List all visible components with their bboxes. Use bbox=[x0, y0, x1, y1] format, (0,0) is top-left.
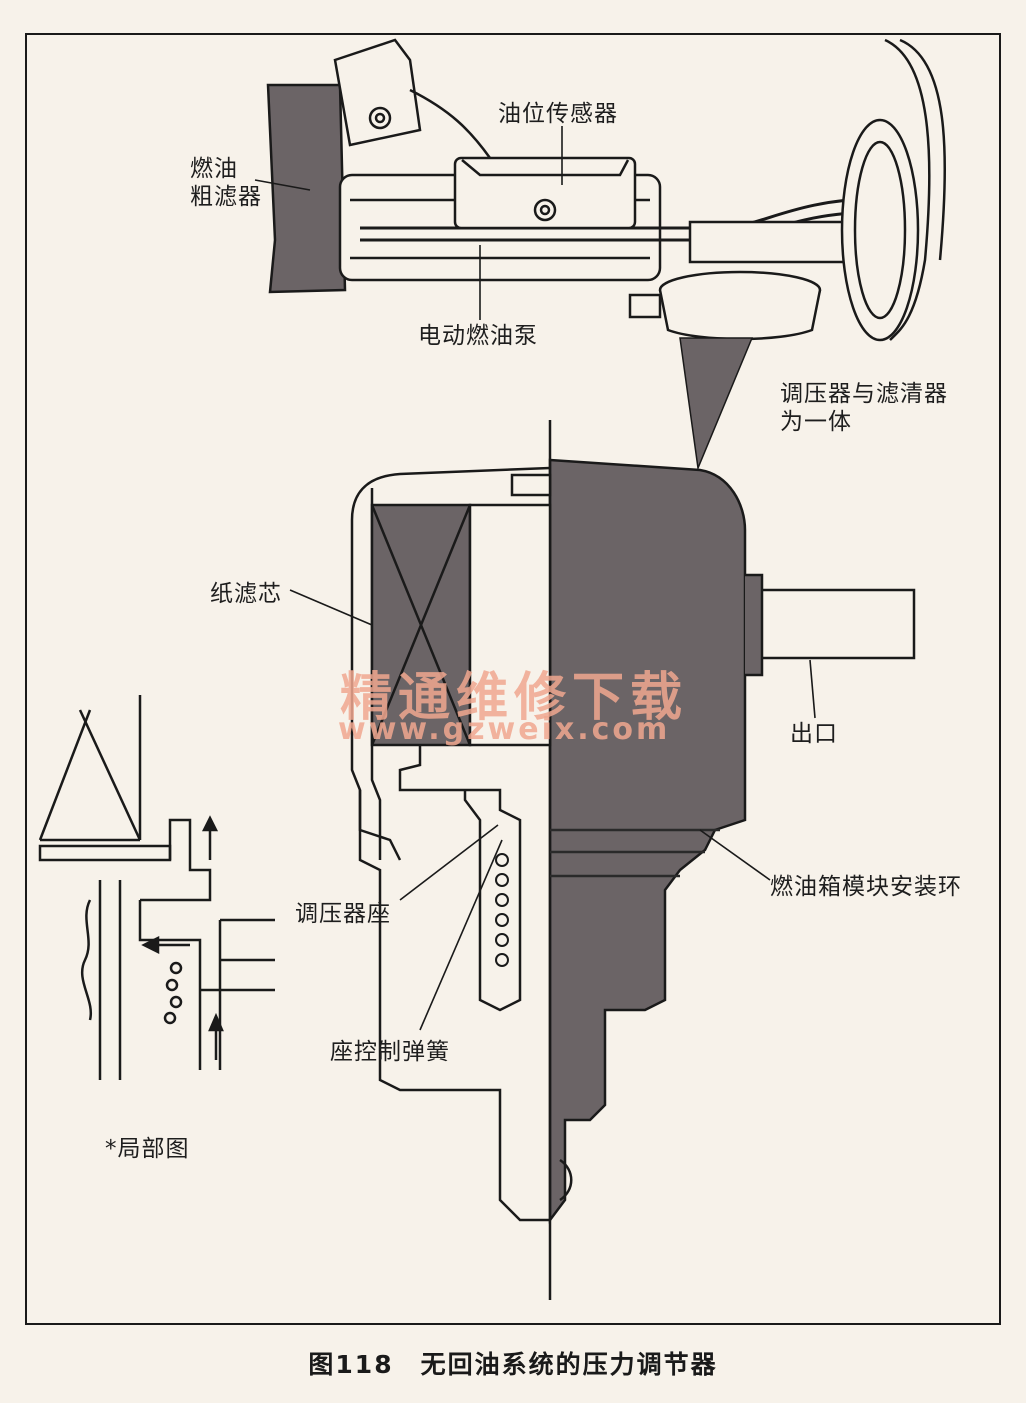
coarse-filter-sock bbox=[266, 83, 347, 294]
regulator-housing-solid bbox=[548, 458, 747, 1224]
outlet-pipe bbox=[756, 588, 916, 660]
leader-regulator-seat bbox=[399, 824, 499, 901]
fuel-pump-assembly bbox=[266, 38, 947, 342]
label-electric-fuel-pump: 电动燃油泵 bbox=[418, 323, 538, 349]
label-outlet: 出口 bbox=[790, 721, 838, 747]
figure-frame bbox=[25, 33, 1001, 1325]
housing-cutaway-outline bbox=[350, 466, 551, 1222]
label-fuel-level-sensor: 油位传感器 bbox=[498, 101, 618, 127]
label-seat-control-spring: 座控制弹簧 bbox=[330, 1039, 450, 1065]
section-callout-cone bbox=[679, 337, 754, 471]
leader-fuel-coarse-filter bbox=[254, 179, 311, 191]
float-arm bbox=[884, 38, 931, 341]
figure-caption: 图118 无回油系统的压力调节器 bbox=[308, 1350, 718, 1379]
label-fuel-coarse-filter: 燃油 粗滤器 bbox=[190, 156, 262, 210]
watermark-url: www.gzweix.com bbox=[338, 712, 671, 747]
label-tank-module-mounting-ring: 燃油箱模块安装环 bbox=[770, 874, 962, 900]
label-regulator-filter-integrated: 调压器与滤清器 为一体 bbox=[780, 381, 948, 435]
leader-outlet bbox=[809, 659, 816, 719]
detail-view-inset bbox=[38, 695, 275, 1080]
sensor-wire bbox=[409, 88, 492, 159]
leader-mounting-ring bbox=[699, 829, 771, 881]
watermark-chinese: 精通维修下载 bbox=[340, 668, 689, 728]
regulator-cup bbox=[658, 289, 822, 341]
leader-seat-spring bbox=[419, 839, 503, 1031]
leader-paper-filter bbox=[289, 589, 373, 626]
tank-module-mounting-ring bbox=[550, 828, 720, 878]
mount-bracket bbox=[333, 38, 422, 147]
seat-control-spring bbox=[495, 853, 509, 967]
label-paper-filter-element: 纸滤芯 bbox=[210, 581, 282, 607]
regulator-cross-section bbox=[350, 420, 916, 1300]
label-detail-view: *局部图 bbox=[105, 1136, 190, 1162]
label-regulator-seat: 调压器座 bbox=[295, 901, 391, 927]
leader-lines bbox=[254, 126, 816, 1031]
regulator-seat bbox=[398, 745, 522, 1012]
